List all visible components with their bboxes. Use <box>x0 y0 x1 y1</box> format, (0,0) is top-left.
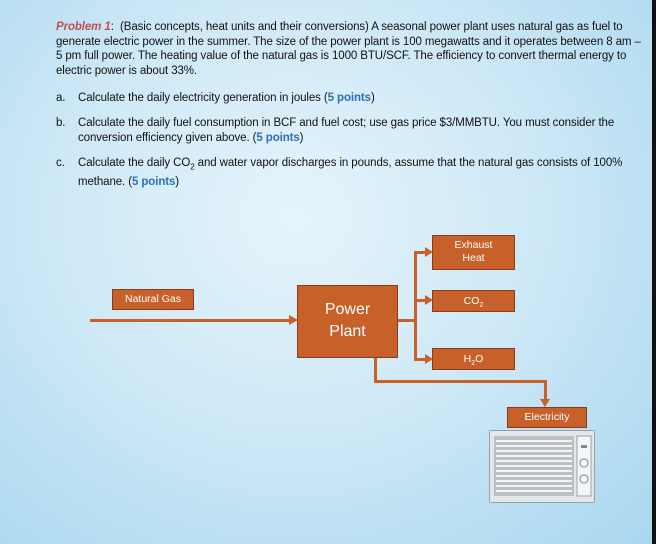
exhaust-heat-box: Exhaust Heat <box>432 235 515 270</box>
co2-label: CO <box>463 295 480 307</box>
question-c-text-post: and water vapor discharges in pounds, as… <box>78 157 623 188</box>
exhaust-label-2: Heat <box>462 252 485 264</box>
problem-intro: Problem 1: (Basic concepts, heat units a… <box>56 20 648 78</box>
question-a-marker: a. <box>56 92 66 104</box>
air-conditioner-image <box>489 430 595 503</box>
question-a-close: ) <box>370 92 375 104</box>
h2o-arrow-line <box>414 358 426 361</box>
h2o-box: H2O <box>432 348 515 370</box>
exhaust-arrowhead <box>425 247 433 257</box>
natural-gas-arrowhead <box>289 315 298 325</box>
h2o-label-o: O <box>475 353 484 365</box>
h2o-arrowhead <box>425 354 433 364</box>
co2-box: CO2 <box>432 290 515 312</box>
electricity-drop-line <box>374 358 377 382</box>
electricity-arrowhead <box>540 399 550 407</box>
plant-branch-vertical <box>414 251 417 361</box>
electricity-label: Electricity <box>524 411 570 423</box>
co2-subscript: 2 <box>479 302 484 310</box>
plant-out-line <box>398 319 415 322</box>
natural-gas-label: Natural Gas <box>124 293 182 305</box>
problem-colon: : <box>110 21 114 33</box>
question-c-text-pre: Calculate the daily CO <box>78 157 191 169</box>
question-c-marker: c. <box>56 157 65 169</box>
question-a-text: Calculate the daily electricity generati… <box>78 92 328 104</box>
problem-text: (Basic concepts, heat units and their co… <box>56 21 641 77</box>
question-b-marker: b. <box>56 117 66 129</box>
question-b-close: ) <box>299 131 304 144</box>
question-c-close: ) <box>175 175 180 188</box>
electricity-box: Electricity <box>507 407 587 428</box>
question-c-points: 5 points <box>131 175 176 188</box>
air-conditioner-icon <box>490 431 594 502</box>
h2o-subscript: 2 <box>471 360 476 368</box>
problem-label: Problem 1 <box>56 21 111 33</box>
electricity-horizontal-line <box>374 380 546 383</box>
co2-arrowhead <box>425 295 433 305</box>
exhaust-label-1: Exhaust <box>454 239 493 251</box>
question-b: b. Calculate the daily fuel consumption … <box>56 116 648 146</box>
power-plant-label-1: Power <box>324 301 371 318</box>
question-b-points: 5 points <box>256 131 300 144</box>
natural-gas-arrow-line <box>90 319 290 322</box>
question-c: c. Calculate the daily CO2 and water vap… <box>56 156 648 188</box>
power-plant-box: Power Plant <box>297 285 398 358</box>
electricity-down-line <box>544 380 547 400</box>
h2o-label-h: H <box>463 353 472 365</box>
question-a: a. Calculate the daily electricity gener… <box>56 91 648 106</box>
question-a-points: 5 points <box>327 92 371 104</box>
power-plant-label-2: Plant <box>329 323 366 340</box>
question-b-text: Calculate the daily fuel consumption in … <box>78 117 615 144</box>
co2-arrow-line <box>414 299 426 302</box>
question-c-subscript: 2 <box>190 162 195 172</box>
natural-gas-box: Natural Gas <box>112 289 194 310</box>
exhaust-arrow-line <box>414 251 426 254</box>
